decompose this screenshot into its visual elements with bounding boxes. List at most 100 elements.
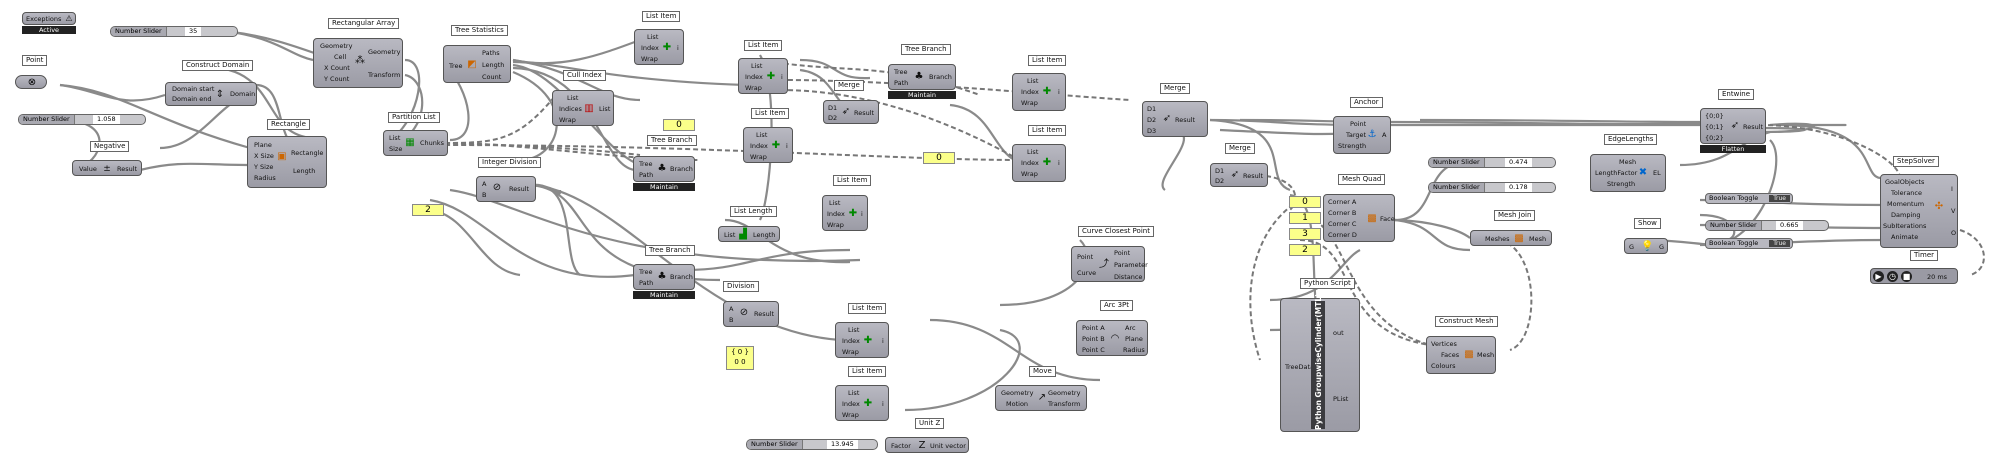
anchor-component[interactable]: Point Target Strength ⚓ A	[1333, 116, 1391, 154]
slider-0665[interactable]: Number Slider 0.665	[1705, 220, 1829, 231]
negative-icon: ±	[103, 164, 111, 174]
arc-out3: Radius	[1123, 346, 1145, 354]
list-item2-component[interactable]: List Index Wrap ✚ i	[738, 58, 788, 94]
timer-play-icon[interactable]: ▶	[1873, 271, 1884, 282]
tree-branch3-in2: Path	[639, 279, 654, 287]
tree-stats-component[interactable]: Tree ◩ Paths Length Count	[443, 45, 511, 83]
timer-stop-icon[interactable]: ■	[1901, 271, 1912, 282]
slider-1058-name: Number Slider	[19, 115, 75, 124]
int-div-component[interactable]: A B ⊘ Result	[476, 176, 536, 202]
timer-clock-icon[interactable]: ◷	[1887, 271, 1898, 282]
boolean-toggle-1[interactable]: Boolean Toggle True	[1705, 193, 1793, 204]
move-in1: Geometry	[1001, 389, 1034, 397]
cull-index-component[interactable]: List Indices Wrap ▥ List	[552, 90, 614, 126]
step-solver-out3: O	[1951, 229, 1957, 237]
negative-component[interactable]: Value ± Result	[72, 160, 142, 176]
list-item5-component[interactable]: List Index Wrap ✚ i	[1012, 144, 1066, 182]
edge-lengths-component[interactable]: Mesh LengthFactor Strength ✖ EL	[1590, 154, 1666, 192]
merge3-component[interactable]: D1 D2 ➶ Result	[1210, 163, 1268, 187]
rectangle-icon: ▣	[277, 151, 287, 162]
step-solver-in3: Momentum	[1887, 200, 1925, 208]
panel-corner-3[interactable]: 3	[1289, 228, 1321, 240]
ccp-component[interactable]: Point Curve ⤴ Point Parameter Distance	[1071, 246, 1148, 282]
list-item4-component[interactable]: List Index Wrap ✚ i	[1012, 73, 1066, 111]
step-solver-out1: I	[1951, 185, 1953, 193]
merge1-component[interactable]: D1 D2 ➶ Result	[823, 100, 879, 124]
rectangle-out2: Length	[293, 167, 316, 175]
list-item3-component[interactable]: List Index Wrap ✚ i	[743, 127, 793, 163]
tree-branch2-component[interactable]: Tree Path ♣ Branch	[633, 156, 695, 182]
list-item1-label: List Item	[642, 11, 681, 22]
rect-array-in1: Geometry	[320, 42, 353, 50]
division-component[interactable]: A B ⊘ Result	[723, 301, 779, 327]
mesh-join-component[interactable]: Meshes ▩ Mesh	[1470, 230, 1552, 246]
show-component[interactable]: G 💡 G	[1624, 238, 1668, 254]
show-out: G	[1659, 243, 1665, 251]
slider-35[interactable]: Number Slider 35	[110, 26, 238, 37]
anchor-in3: Strength	[1338, 142, 1367, 150]
list-item1-in3: Wrap	[641, 55, 658, 63]
boolean-toggle-2-value[interactable]: True	[1769, 240, 1790, 247]
merge1-label: Merge	[834, 80, 864, 91]
step-solver-component[interactable]: GoalObjects Tolerance Momentum Damping S…	[1880, 174, 1958, 248]
merge2-component[interactable]: D1 D2 D3 ➶ Result	[1142, 101, 1208, 137]
move-component[interactable]: Geometry Motion ↗ Geometry Transform	[995, 385, 1087, 411]
panel-0-b[interactable]: 0	[923, 152, 955, 164]
panel-0-a[interactable]: 0	[663, 119, 695, 131]
panel-corner-1[interactable]: 1	[1289, 212, 1321, 224]
merge2-icon: ➶	[1162, 113, 1172, 124]
panel-path[interactable]: { 0 } 0 0	[726, 346, 754, 370]
tree-stats-label: Tree Statistics	[451, 25, 508, 36]
rectangle-in4: Radius	[254, 174, 276, 182]
python-component[interactable]: TreeData Python GroupwiseCylinder(MTL) o…	[1280, 293, 1360, 432]
division-in2: B	[729, 316, 734, 324]
panel-corner-2[interactable]: 2	[1289, 244, 1321, 256]
list-item1-out: i	[677, 44, 679, 52]
list-item7-component[interactable]: List Index Wrap ✚ i	[835, 322, 889, 358]
slider-1058[interactable]: Number Slider 1.058	[18, 114, 146, 125]
int-div-out: Result	[509, 185, 530, 193]
unitz-component[interactable]: Factor Z Unit vector	[885, 437, 969, 453]
slider-13945[interactable]: Number Slider 13.945	[746, 439, 878, 450]
list-item1-component[interactable]: List Index Wrap ✚ i	[634, 29, 684, 65]
int-div-icon: ⊘	[492, 182, 502, 193]
rectangle-component[interactable]: Plane X Size Y Size Radius ▣ Rectangle L…	[247, 136, 327, 188]
mesh-quad-component[interactable]: Corner A Corner B Corner C Corner D ▩ Fa…	[1323, 194, 1395, 242]
edge-lengths-icon: ✖	[1638, 167, 1648, 178]
partition-component[interactable]: List Size ▦ Chunks	[383, 130, 448, 156]
rect-array-in2: Cell	[334, 53, 347, 61]
exceptions-component[interactable]: Exceptions ⚠	[22, 12, 76, 25]
rectangle-out1: Rectangle	[291, 149, 324, 157]
list-length-component[interactable]: List ▟ Length	[718, 226, 780, 242]
rect-array-component[interactable]: Geometry Cell X Count Y Count ⁂ Geometry…	[313, 38, 403, 88]
panel-corner-0[interactable]: 0	[1289, 196, 1321, 208]
rectangle-in3: Y Size	[254, 163, 274, 171]
list-length-in: List	[724, 231, 736, 239]
slider-0178[interactable]: Number Slider 0.178	[1428, 182, 1556, 193]
mesh-quad-out: Face	[1380, 215, 1395, 223]
timer-component[interactable]: ▶ ◷ ■ 20 ms	[1870, 268, 1958, 284]
tree-branch3-component[interactable]: Tree Path ♣ Branch	[633, 264, 695, 290]
list-item6-component[interactable]: List Index Wrap ✚ i	[822, 195, 868, 231]
step-solver-in2: Tolerance	[1891, 189, 1922, 197]
slider-0474[interactable]: Number Slider 0.474	[1428, 157, 1556, 168]
boolean-toggle-1-value[interactable]: True	[1769, 195, 1790, 202]
slider-0665-name: Number Slider	[1706, 221, 1762, 230]
mesh-quad-in1: Corner A	[1328, 198, 1357, 206]
merge2-in2: D2	[1147, 116, 1157, 124]
entwine-component[interactable]: {0;0} {0;1} {0;2} ➶ Result	[1700, 108, 1766, 144]
construct-domain-component[interactable]: Domain start Domain end ⇕ Domain	[165, 82, 257, 106]
list-item5-out: i	[1058, 159, 1060, 167]
mesh-quad-in3: Corner C	[1328, 220, 1357, 228]
partition-label: Partition List	[388, 112, 440, 123]
boolean-toggle-2[interactable]: Boolean Toggle True	[1705, 238, 1793, 249]
merge2-out: Result	[1175, 116, 1196, 124]
point-param[interactable]: ⊗	[15, 75, 47, 89]
tree-branch1-component[interactable]: Tree Path ♣ Branch	[888, 64, 956, 90]
construct-mesh-component[interactable]: Vertices Faces Colours ▩ Mesh	[1426, 336, 1496, 374]
timer-label: Timer	[1910, 250, 1939, 261]
panel-2-left[interactable]: 2	[412, 204, 444, 216]
arc-component[interactable]: Point A Point B Point C ◠ Arc Plane Radi…	[1076, 320, 1148, 356]
list-item8-component[interactable]: List Index Wrap ✚ i	[835, 385, 889, 421]
tree-branch2-mode: Maintain	[633, 183, 695, 191]
